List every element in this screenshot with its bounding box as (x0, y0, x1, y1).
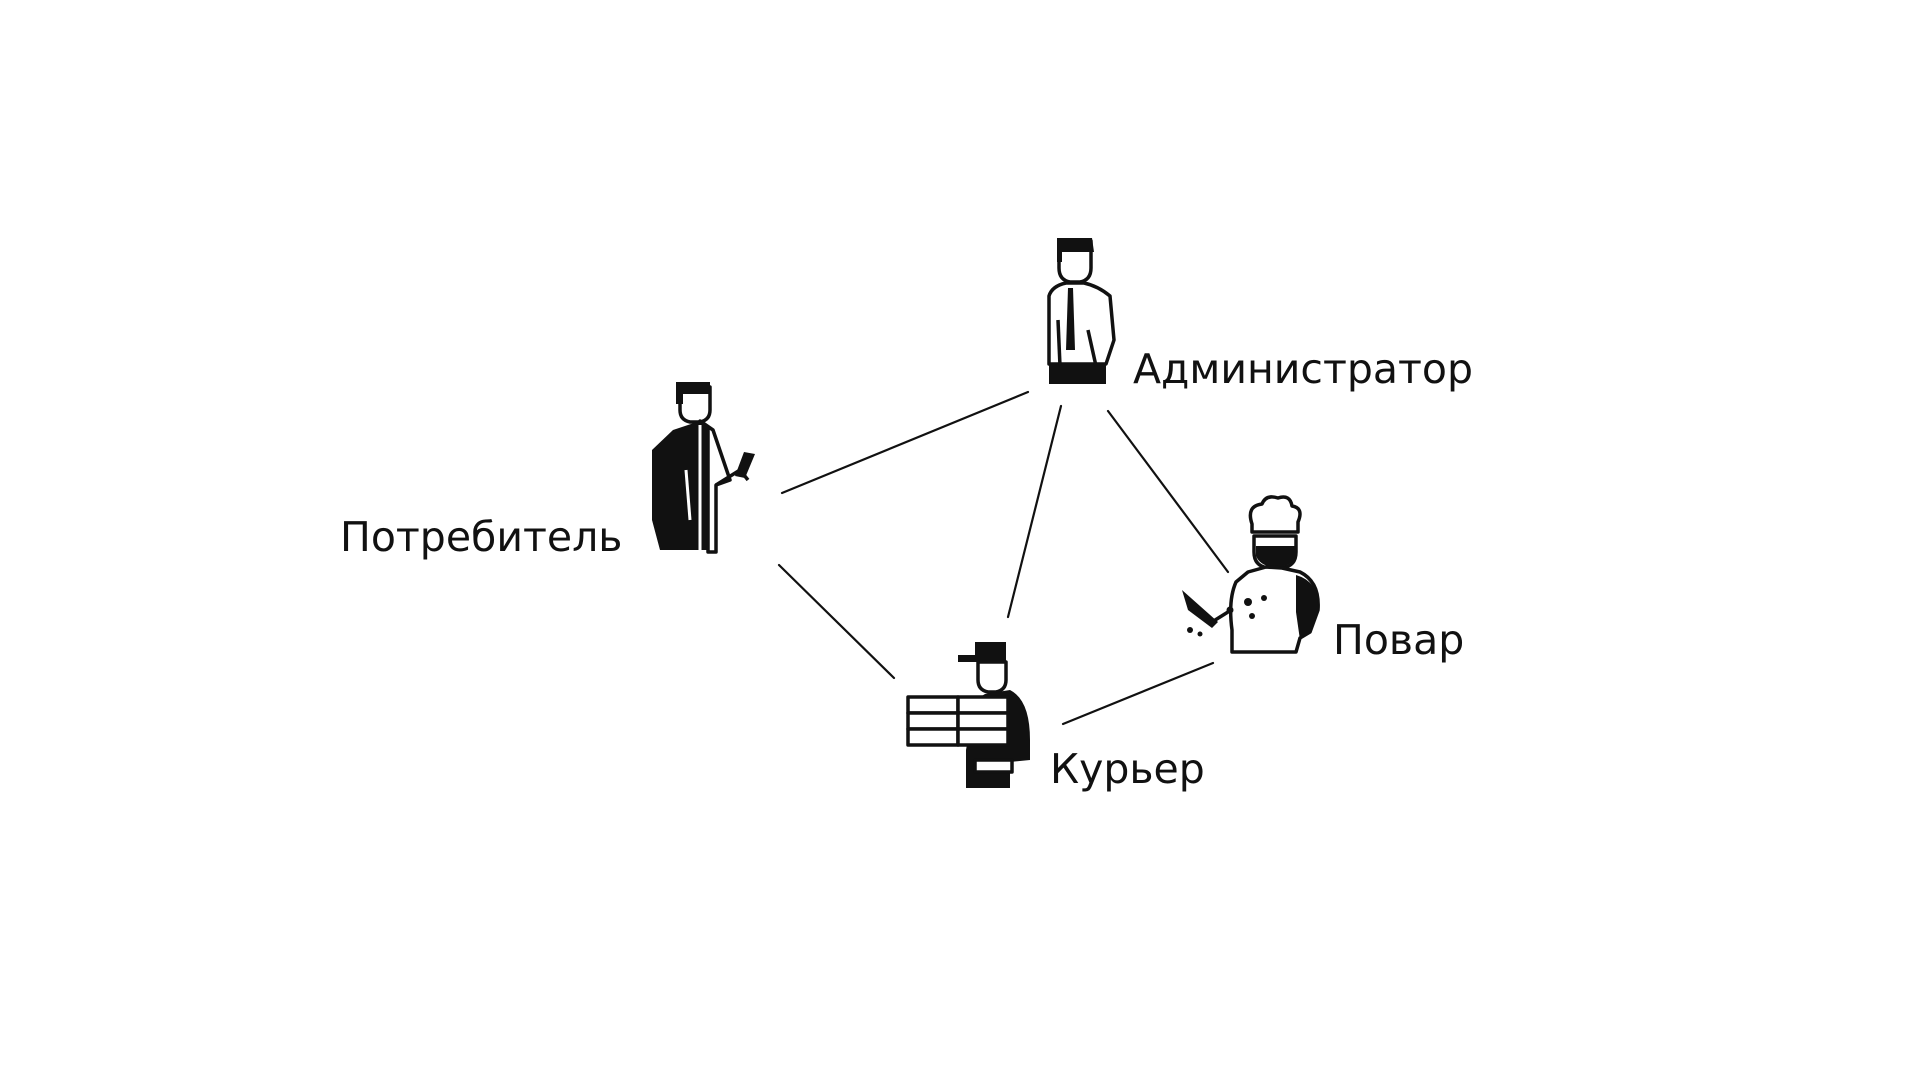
edge-consumer-courier (777, 563, 896, 680)
node-label-cook: Повар (1333, 616, 1465, 664)
customer-with-phone-icon (652, 382, 755, 554)
edge-administrator-courier (1006, 404, 1063, 619)
edge-administrator-cook (1106, 409, 1230, 574)
delivery-courier-icon (906, 642, 1030, 788)
chef-icon (1182, 495, 1320, 654)
node-label-consumer: Потребитель (340, 513, 623, 561)
edge-cook-courier (1061, 661, 1215, 726)
edge-consumer-administrator (780, 390, 1030, 495)
office-worker-icon (1047, 238, 1116, 384)
node-label-administrator: Администратор (1133, 345, 1473, 393)
node-label-courier: Курьер (1050, 745, 1205, 793)
